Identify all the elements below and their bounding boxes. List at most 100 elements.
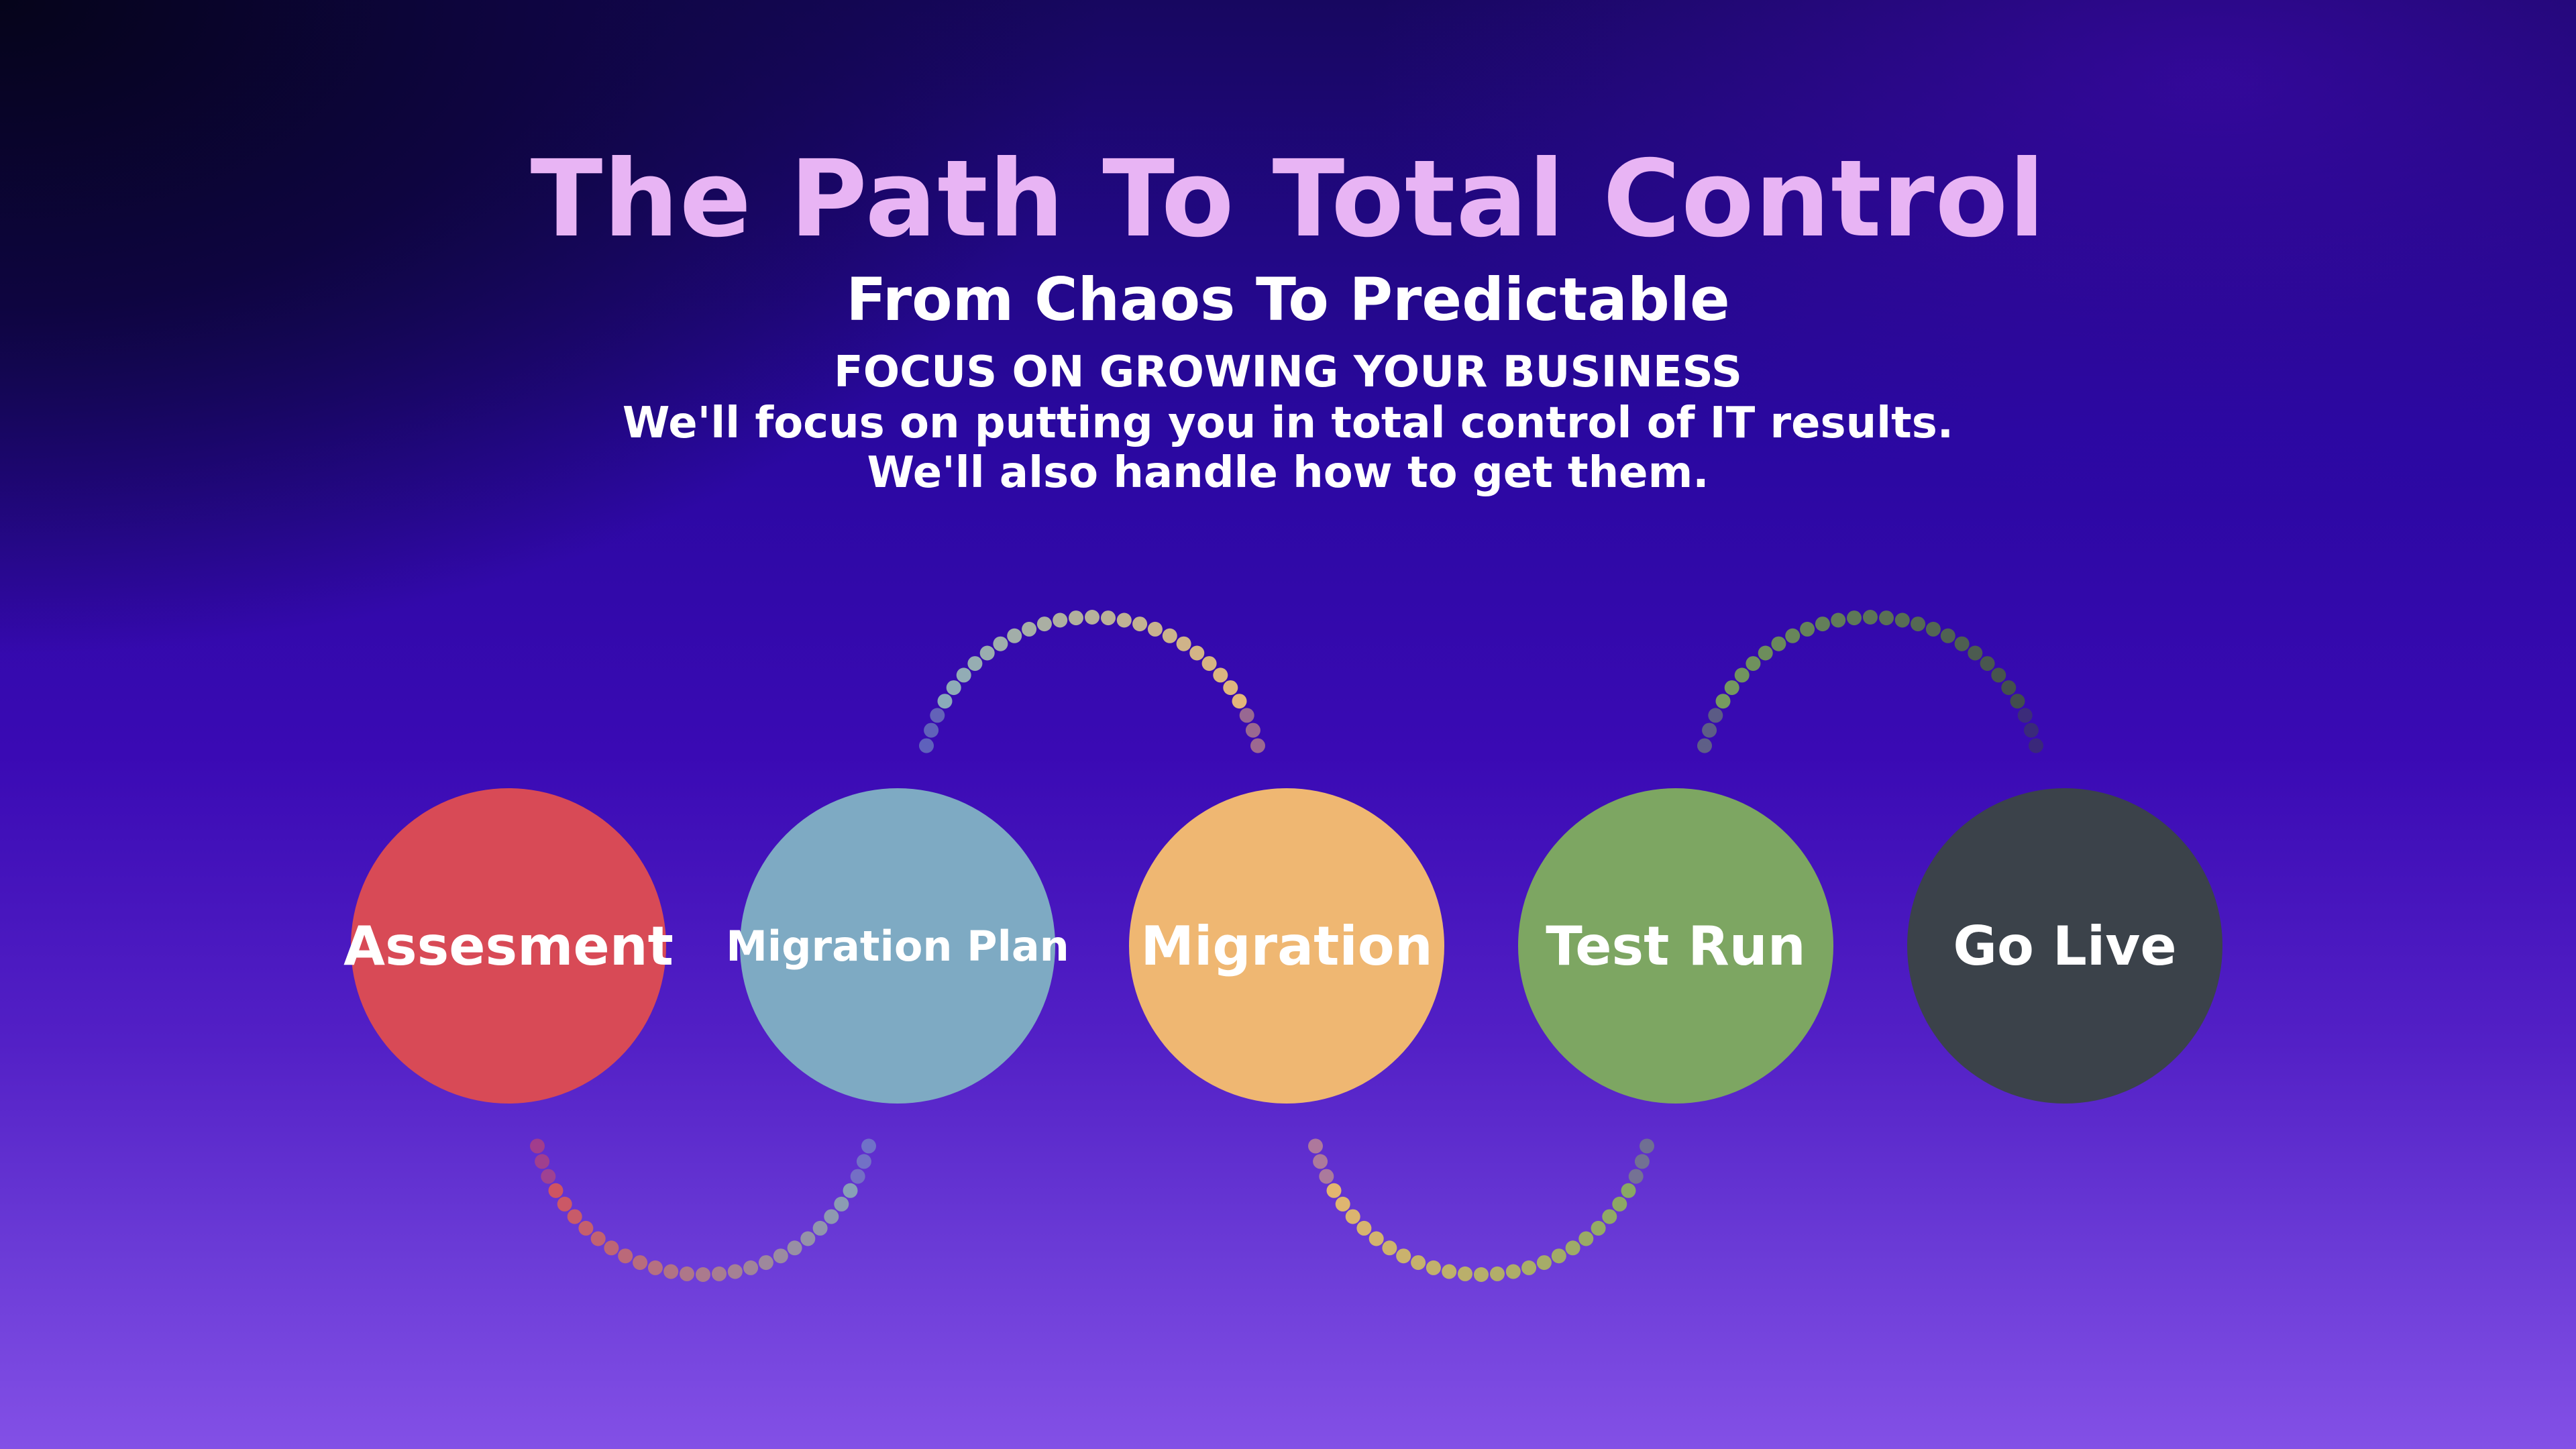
connector-dot: [1490, 1266, 1505, 1281]
step-migration-plan: Migration Plan: [726, 788, 1069, 1104]
connector-dot: [1116, 612, 1132, 628]
connector-dot: [1319, 1169, 1334, 1184]
connector-dot: [1702, 722, 1717, 738]
connector-dot: [1442, 1264, 1457, 1279]
connector-dot: [924, 722, 939, 738]
connector-dot: [919, 738, 934, 753]
connector-dot: [800, 1231, 816, 1246]
step-assesment: Assesment: [343, 788, 674, 1104]
connector-dot: [1879, 610, 1894, 626]
connector-dot: [1223, 680, 1238, 696]
tagline: FOCUS ON GROWING YOUR BUSINESS: [834, 347, 1742, 397]
connector-dot: [758, 1255, 773, 1271]
connector-dot: [1991, 667, 2006, 683]
connector-dot: [1925, 621, 1941, 637]
connector-dot: [680, 1266, 694, 1281]
connector-dot: [1250, 738, 1265, 753]
connector-dot: [946, 680, 961, 696]
connector-dot: [2023, 722, 2039, 738]
connector-dot: [1591, 1220, 1606, 1236]
step-label: Migration: [1140, 914, 1433, 977]
connector-dot: [1940, 628, 1955, 643]
connector-dot: [1356, 1220, 1372, 1236]
connector-dot: [1411, 1255, 1426, 1271]
connector-dot: [1201, 656, 1217, 672]
connector-dot: [1147, 621, 1163, 637]
connector-dot: [618, 1248, 633, 1264]
connector-dot: [930, 708, 945, 723]
connector-dot: [712, 1266, 727, 1281]
connector-dot: [1968, 645, 1983, 661]
connector-dot: [856, 1154, 871, 1169]
connector-dot: [1036, 616, 1052, 632]
connector-dot: [1602, 1209, 1617, 1224]
connector-dot: [548, 1183, 564, 1198]
connector-dot: [773, 1248, 788, 1264]
connector-dot: [1335, 1196, 1350, 1212]
connector-dot: [1382, 1240, 1397, 1256]
connector-dot: [541, 1169, 556, 1184]
step-test-run: Test Run: [1518, 788, 1833, 1104]
connector-dot: [1022, 621, 1037, 637]
step-migration: Migration: [1129, 788, 1444, 1104]
connector-dot: [1746, 656, 1761, 672]
connector-dot: [1458, 1266, 1472, 1281]
connector-dot: [1232, 694, 1247, 709]
connector-dot: [1634, 1154, 1650, 1169]
connector-dot: [1069, 610, 1083, 626]
connector-dot: [1007, 628, 1022, 643]
connector-dot: [1578, 1231, 1594, 1246]
connector-dot: [1368, 1231, 1384, 1246]
connector-dot: [1308, 1138, 1323, 1154]
connector-dot: [1053, 612, 1068, 628]
connector-dot: [1189, 645, 1205, 661]
connector-dot: [787, 1240, 802, 1256]
connector-dot: [1565, 1240, 1580, 1256]
connector-dot: [1715, 694, 1731, 709]
connector-dot: [1911, 616, 1926, 632]
connector-dot: [843, 1183, 858, 1198]
connector-dot: [993, 636, 1008, 651]
connector-dot: [1800, 621, 1815, 637]
connector-dot: [604, 1240, 619, 1256]
connector-dot: [1245, 722, 1260, 738]
connector-dot: [861, 1138, 876, 1154]
step-go-live: Go Live: [1907, 788, 2222, 1104]
connector-dot: [1980, 656, 1995, 672]
connector-dot: [696, 1267, 710, 1282]
connector-dot: [1213, 667, 1228, 683]
step-label: Migration Plan: [726, 921, 1069, 971]
connector-dot: [850, 1169, 865, 1184]
connector-dot: [1474, 1267, 1489, 1282]
connector-dot: [1326, 1183, 1342, 1198]
connector-dot: [1536, 1255, 1552, 1271]
connector-dot: [824, 1209, 839, 1224]
connector-dot: [1396, 1248, 1411, 1264]
connector-dot: [2010, 694, 2025, 709]
connector-dot: [1628, 1169, 1644, 1184]
connector-dot: [1771, 636, 1786, 651]
step-label: Test Run: [1546, 914, 1806, 977]
connector-dot: [1426, 1260, 1441, 1275]
page-subtitle: From Chaos To Predictable: [846, 265, 1730, 334]
connector-dot: [1894, 612, 1910, 628]
connector-dot: [1640, 1138, 1654, 1154]
connector-dot: [1621, 1183, 1636, 1198]
connector-dot: [812, 1220, 828, 1236]
connector-dot: [1101, 610, 1116, 626]
connector-dot: [1239, 708, 1254, 723]
connector-dot: [1162, 628, 1177, 643]
connector-dot: [979, 645, 995, 661]
step-label: Go Live: [1953, 914, 2177, 977]
connector-dot: [1954, 636, 1970, 651]
description-line-2: We'll also handle how to get them.: [867, 448, 1709, 498]
connector-dot: [956, 667, 971, 683]
connector-dot: [1724, 680, 1739, 696]
step-label: Assesment: [343, 914, 674, 977]
connector-dot: [578, 1220, 594, 1236]
connector-dot: [967, 656, 983, 672]
connector-dot: [2029, 738, 2043, 753]
connector-dot: [834, 1196, 849, 1212]
connector-dot: [743, 1260, 759, 1275]
